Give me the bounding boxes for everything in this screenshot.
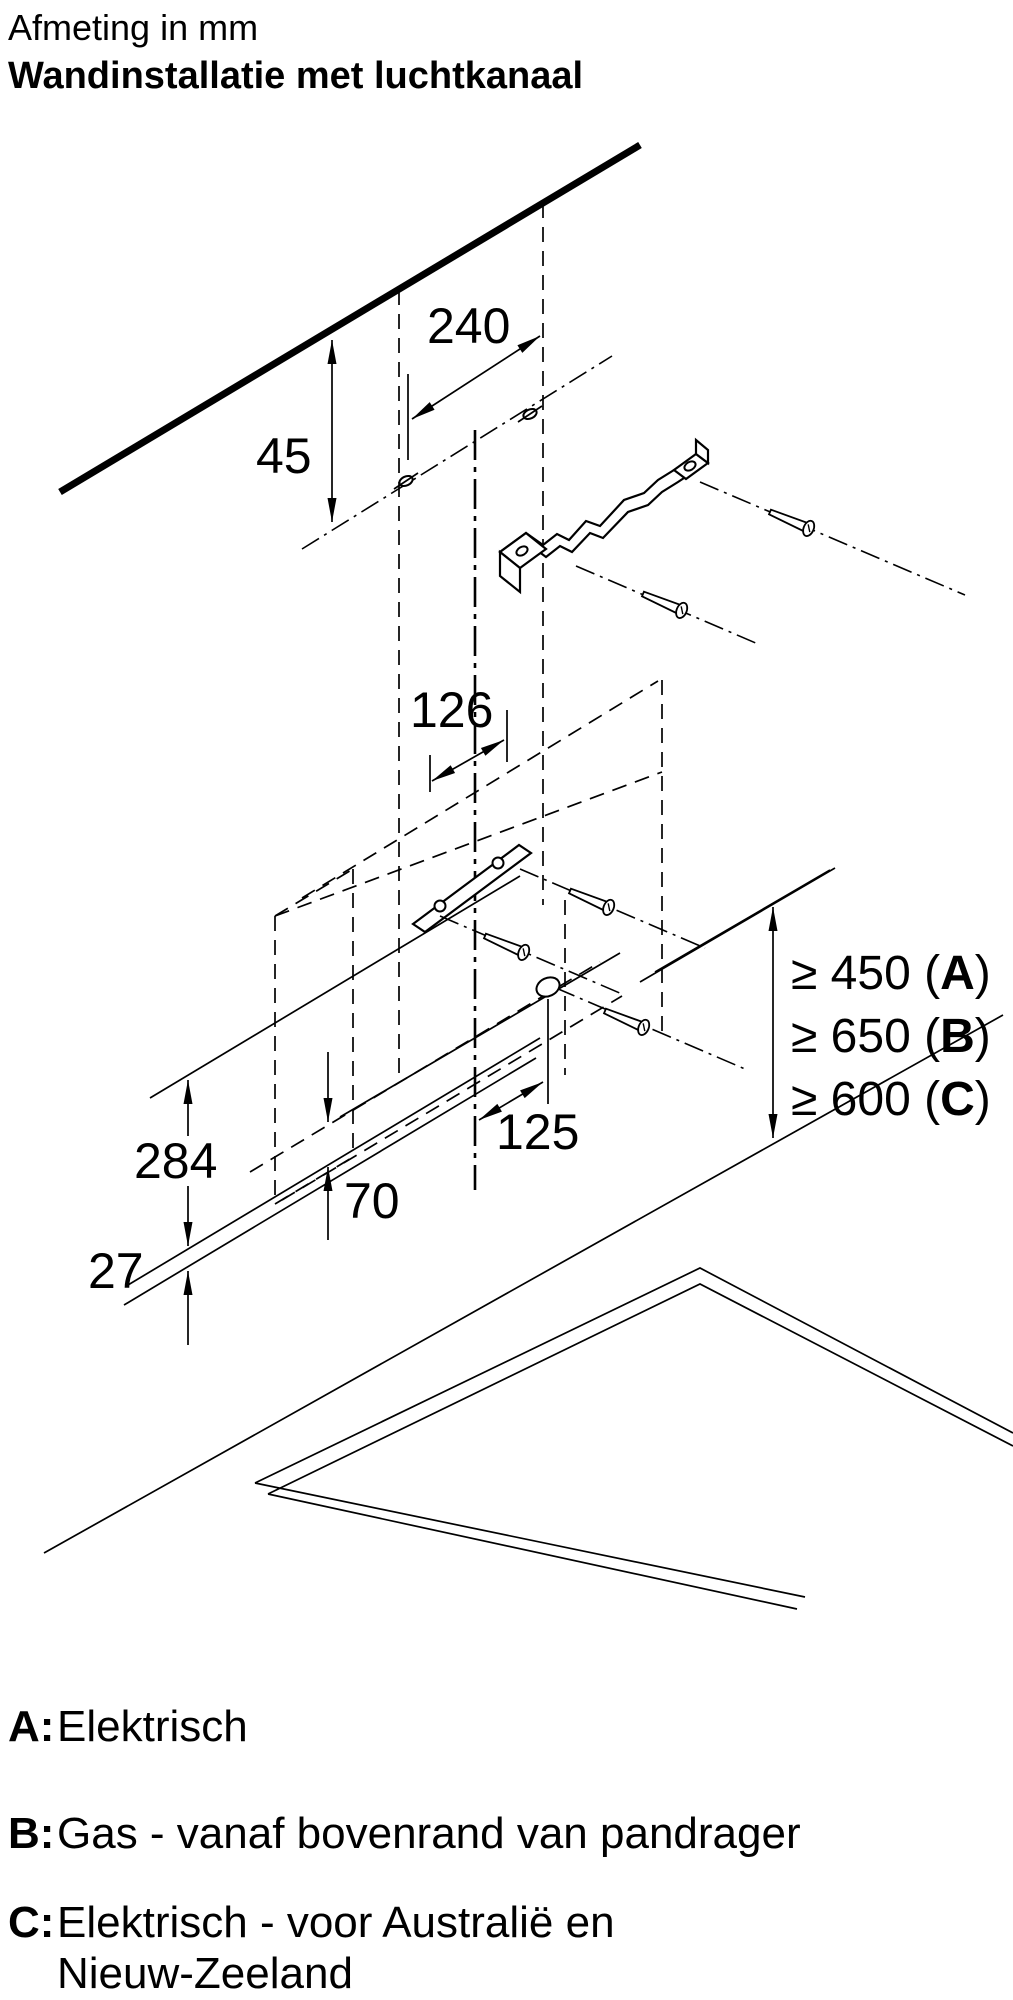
- screw-icon: [480, 927, 533, 963]
- hood-bottom-rear-dashed: [281, 995, 623, 1201]
- dimension-45: 45: [256, 340, 337, 522]
- duct-outlet-hole: [535, 976, 561, 998]
- worktop-top-edge-inner: [267, 1283, 1013, 1495]
- worktop-top-edge-outer: [254, 1267, 1013, 1484]
- bracket-right-flap: [694, 437, 710, 466]
- worktop-back-line: [43, 1014, 1004, 1554]
- panel-lower-edge-outer: [127, 1037, 541, 1286]
- dimension-70: 70: [323, 1052, 400, 1240]
- screw-centerline-mid-1: [519, 868, 706, 949]
- wall-drill-hole-left-tick: [393, 472, 419, 490]
- mounting-rail-group: [411, 843, 746, 1104]
- hood-bottom-left-edge: [274, 1156, 354, 1205]
- bracket-hole-centerline: [301, 355, 613, 550]
- bracket-left-hole: [515, 545, 529, 557]
- dimension-27: 27: [88, 1243, 193, 1345]
- screw-centerline-top-1: [699, 481, 966, 596]
- rail-hole-left: [433, 899, 447, 913]
- hood-bottom-ref-line: [654, 869, 831, 973]
- bracket-right-hole: [683, 460, 697, 472]
- screw-icon: [600, 1002, 653, 1038]
- worktop-front-edge-outer: [254, 1482, 806, 1598]
- page-title: Afmeting in mm: [8, 7, 258, 48]
- screw-icon: [765, 503, 818, 539]
- screw-centerline-mid-3: [555, 987, 746, 1070]
- dim-label-27: 27: [88, 1243, 144, 1299]
- wall-top-edge-line: [58, 141, 642, 496]
- clearance-dimension: ≥ 450 (A) ≥ 650 (B) ≥ 600 (C): [654, 869, 991, 1138]
- chimney-bracket-group: [301, 355, 966, 645]
- screw-icon: [565, 882, 618, 918]
- dim-label-284: 284: [134, 1133, 217, 1189]
- legend-item-b: B:Gas - vanaf bovenrand van pandrager: [8, 1809, 801, 1858]
- hood-dashed-outline: [249, 680, 663, 1205]
- dimension-284: 284: [134, 1080, 217, 1246]
- clearance-c: ≥ 600 (C): [791, 1073, 991, 1126]
- dim-arrow: [411, 335, 541, 420]
- hood-bottom-edge-mid: [339, 952, 621, 1118]
- screw-centerline-mid-2: [439, 915, 623, 995]
- dimension-240: 240: [407, 298, 541, 460]
- dimension-125: 125: [478, 1081, 579, 1160]
- dim-arrow: [431, 739, 505, 782]
- hood-top-left-edge: [274, 868, 354, 917]
- hood-bottom-edge-left: [149, 875, 521, 1099]
- title: Afmeting in mm Wandinstallatie met lucht…: [8, 7, 583, 97]
- chimney-bottom-edge: [301, 680, 659, 899]
- dim-arrow: [478, 1081, 544, 1121]
- clearance-a: ≥ 450 (A): [791, 947, 991, 1000]
- screw-icon: [638, 585, 691, 621]
- legend: A:Elektrisch B:Gas - vanaf bovenrand van…: [8, 1702, 801, 1998]
- dim-label-126: 126: [410, 682, 493, 738]
- rail-hole-right: [491, 856, 505, 870]
- dim-label-70: 70: [344, 1173, 400, 1229]
- legend-item-a: A:Elektrisch: [8, 1702, 248, 1751]
- bracket-left-flap: [498, 549, 522, 595]
- worktop-front-edge-inner: [267, 1493, 798, 1610]
- dim-label-125: 125: [496, 1104, 579, 1160]
- mounting-rail: [411, 843, 533, 934]
- dimension-126: 126: [410, 682, 508, 792]
- hood-top-front-edge: [274, 771, 663, 917]
- dim-label-45: 45: [256, 428, 312, 484]
- dim-label-240: 240: [427, 298, 510, 354]
- legend-item-c: C:Elektrisch - voor Australië en: [8, 1898, 615, 1947]
- worktop-outline: [43, 1014, 1013, 1610]
- page-subtitle: Wandinstallatie met luchtkanaal: [8, 55, 583, 97]
- clearance-b: ≥ 650 (B): [791, 1010, 991, 1063]
- legend-item-c-line2: Nieuw-Zeeland: [57, 1949, 353, 1998]
